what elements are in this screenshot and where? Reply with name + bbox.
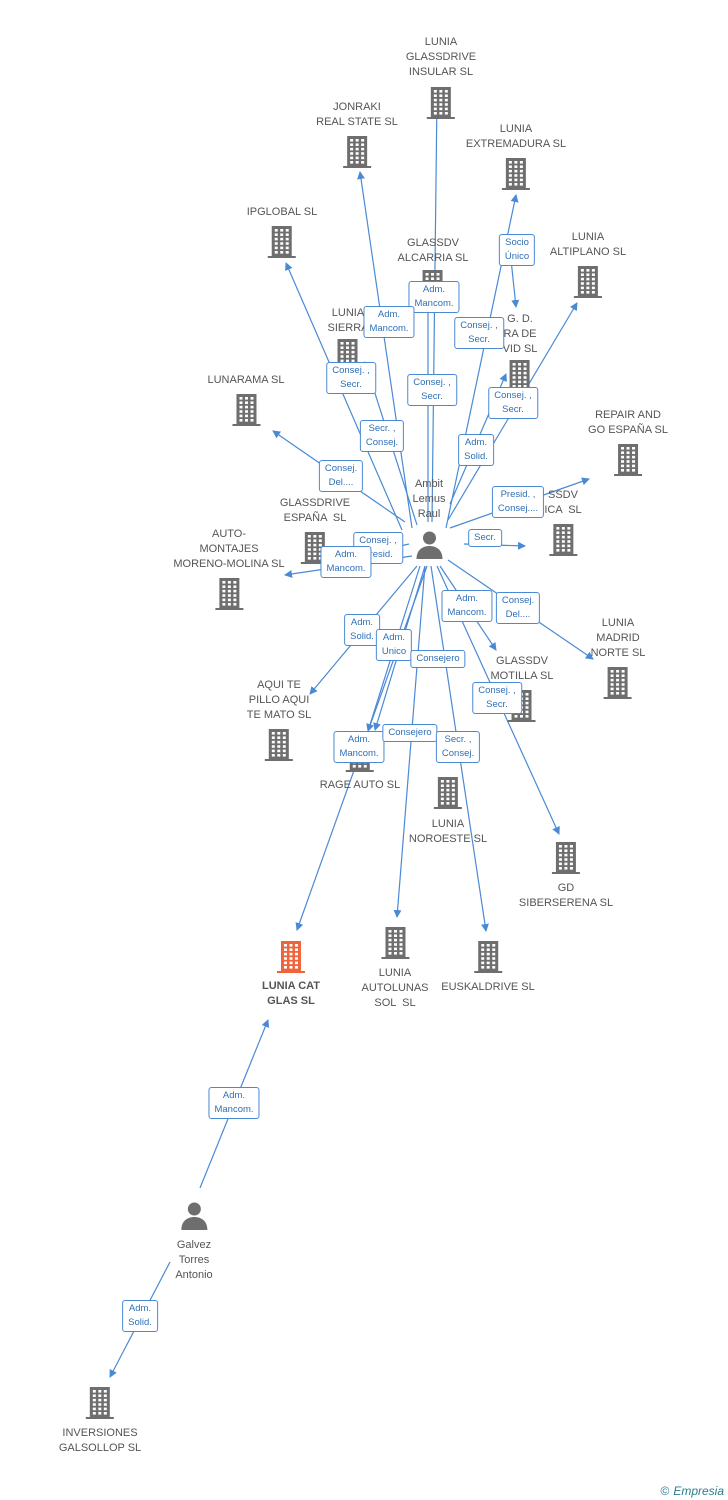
- building-icon: [473, 941, 502, 973]
- company-node-motilla[interactable]: GLASSDV MOTILLA SL: [490, 654, 554, 723]
- building-icon: [276, 941, 305, 973]
- edge-label-altiplano[interactable]: Consej. , Secr.: [488, 387, 538, 419]
- edge-label-extremadura[interactable]: Consej. , Secr.: [454, 317, 504, 349]
- building-icon: [232, 394, 260, 426]
- building-icon: [264, 729, 293, 761]
- company-node-repair[interactable]: REPAIR AND GO ESPAÑA SL: [588, 408, 668, 477]
- company-node-lunarama[interactable]: LUNARAMA SL: [207, 373, 285, 427]
- person-icon: [416, 531, 442, 559]
- company-node-espana[interactable]: GLASSDRIVE ESPAÑA SL: [280, 496, 350, 565]
- person-node-galvez[interactable]: Galvez Torres Antonio: [175, 1201, 213, 1283]
- edge-label-jonraki[interactable]: Adm. Mancom.: [363, 306, 415, 338]
- company-node-galsollop[interactable]: INVERSIONES GALSOLLOP SL: [59, 1386, 141, 1456]
- node-label: GLASSDV ALCARRIA SL: [397, 237, 469, 264]
- company-node-siberserena[interactable]: GD SIBERSERENA SL: [519, 841, 613, 911]
- edge-label-ipglobal[interactable]: Consej. , Secr.: [326, 362, 376, 394]
- node-label: IPGLOBAL SL: [246, 206, 318, 218]
- company-node-glassdvica[interactable]: SSDV ICA SL: [544, 488, 582, 557]
- node-label: LUNIA SIERRA: [327, 307, 369, 334]
- credit-brand: Empresia: [673, 1484, 724, 1498]
- building-icon: [268, 226, 296, 258]
- edge-label-automontajes[interactable]: Adm. Mancom.: [320, 546, 372, 578]
- person-icon: [181, 1202, 207, 1230]
- node-label: LUNIA MADRID NORTE SL: [590, 617, 646, 659]
- edge-label-repair[interactable]: Presid. , Consej....: [491, 486, 545, 518]
- edge-label-madridnorte[interactable]: Consej. Del....: [495, 592, 541, 624]
- edge-label-glassdvica[interactable]: Secr.: [468, 529, 502, 547]
- node-label: LUNIA ALTIPLANO SL: [549, 231, 627, 258]
- node-label: Galvez Torres Antonio: [175, 1239, 213, 1281]
- company-node-altiplano[interactable]: LUNIA ALTIPLANO SL: [550, 230, 626, 299]
- node-label: AQUI TE PILLO AQUI TE MATO SL: [246, 679, 312, 721]
- company-node-ipglobal[interactable]: IPGLOBAL SL: [246, 205, 318, 259]
- edge-label-aquite[interactable]: Adm. Solid.: [344, 614, 380, 646]
- edge-label-rage1[interactable]: Adm. Unico: [375, 629, 413, 661]
- building-icon: [574, 266, 602, 298]
- copyright-icon: ©: [660, 1484, 670, 1498]
- node-label: GD SIBERSERENA SL: [518, 882, 614, 909]
- node-label: Ambit Lemus Raul: [412, 478, 446, 520]
- building-icon: [434, 777, 462, 809]
- company-node-madridnorte[interactable]: LUNIA MADRID NORTE SL: [590, 616, 646, 700]
- node-label: GLASSDV MOTILLA SL: [490, 655, 554, 682]
- company-node-autolunas[interactable]: LUNIA AUTOLUNAS SOL SL: [361, 926, 429, 1011]
- node-label: LUNIA AUTOLUNAS SOL SL: [361, 967, 429, 1009]
- node-label: LUNIA CAT GLAS SL: [261, 980, 321, 1007]
- node-label: SSDV ICA SL: [544, 489, 582, 516]
- edge-label-rage2[interactable]: Consejero: [410, 650, 466, 668]
- credit: ©Empresia: [660, 1484, 724, 1498]
- edge-label-madrid[interactable]: Adm. Solid.: [458, 434, 494, 466]
- edge-label-galvez_gals[interactable]: Adm. Solid.: [122, 1300, 158, 1332]
- building-icon: [502, 158, 530, 190]
- building-icon: [380, 927, 409, 959]
- building-icon: [215, 578, 243, 610]
- edge-label-autolunas[interactable]: Consejero: [382, 724, 438, 742]
- building-icon: [613, 444, 642, 476]
- node-label: G. D. RA DE VID SL: [502, 313, 538, 355]
- company-node-madrid[interactable]: G. D. RA DE VID SL: [502, 312, 538, 393]
- company-node-insular[interactable]: LUNIA GLASSDRIVE INSULAR SL: [406, 35, 476, 120]
- node-label: LUNIA GLASSDRIVE INSULAR SL: [405, 36, 477, 78]
- building-icon: [552, 842, 580, 874]
- node-label: REPAIR AND GO ESPAÑA SL: [588, 409, 668, 436]
- building-icon: [85, 1387, 114, 1419]
- edge-jonraki: [357, 171, 413, 529]
- node-label: GLASSDRIVE ESPAÑA SL: [279, 497, 351, 524]
- edge-ipglobal: [285, 262, 403, 531]
- node-label: INVERSIONES GALSOLLOP SL: [58, 1427, 142, 1454]
- node-label: JONRAKI REAL STATE SL: [316, 101, 398, 128]
- company-node-aquite[interactable]: AQUI TE PILLO AQUI TE MATO SL: [247, 678, 311, 762]
- node-label: AUTO- MONTAJES MORENO-MOLINA SL: [173, 528, 285, 570]
- building-icon: [604, 667, 632, 699]
- person-node-ambit[interactable]: Ambit Lemus Raul: [412, 477, 446, 560]
- company-node-automontajes[interactable]: AUTO- MONTAJES MORENO-MOLINA SL: [173, 527, 285, 611]
- edge-label-euskaldrive[interactable]: Secr. , Consej.: [435, 731, 481, 763]
- node-label: EUSKALDRIVE SL: [441, 981, 535, 993]
- edge-label-socio[interactable]: Socio Único: [498, 234, 536, 266]
- company-node-jonraki[interactable]: JONRAKI REAL STATE SL: [316, 100, 398, 169]
- company-node-euskaldrive[interactable]: EUSKALDRIVE SL: [441, 940, 535, 995]
- edge-label-insular[interactable]: Adm. Mancom.: [408, 281, 460, 313]
- company-node-main[interactable]: LUNIA CAT GLAS SL: [262, 940, 320, 1009]
- edge-label-galvez_main[interactable]: Adm. Mancom.: [208, 1087, 260, 1119]
- edge-label-motilla[interactable]: Adm. Mancom.: [441, 590, 493, 622]
- edge-label-alcarria[interactable]: Consej. , Secr.: [407, 374, 457, 406]
- edge-label-main[interactable]: Adm. Mancom.: [333, 731, 385, 763]
- building-icon: [548, 524, 577, 556]
- edge-label-sierra[interactable]: Secr. , Consej.: [359, 420, 405, 452]
- node-label: RAGE AUTO SL: [319, 779, 401, 791]
- node-label: LUNIA EXTREMADURA SL: [465, 123, 567, 150]
- edge-label-siberserena[interactable]: Consej. , Secr.: [472, 682, 522, 714]
- node-label: LUNIA NOROESTE SL: [408, 818, 488, 845]
- edge-label-lunarama[interactable]: Consej. Del....: [318, 460, 364, 492]
- building-icon: [343, 136, 371, 168]
- building-icon: [427, 87, 455, 119]
- node-label: LUNARAMA SL: [207, 374, 285, 386]
- company-node-noroeste[interactable]: LUNIA NOROESTE SL: [409, 776, 487, 847]
- company-node-extremadura[interactable]: LUNIA EXTREMADURA SL: [466, 122, 566, 191]
